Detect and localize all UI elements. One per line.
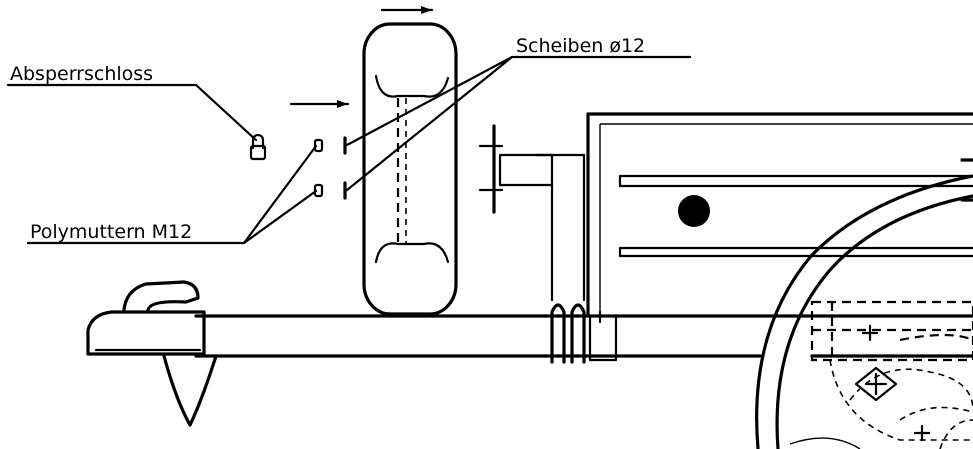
nut-upper [313, 138, 324, 153]
label-polymuttern: Polymuttern M12 [26, 144, 318, 245]
reflector-dot [678, 195, 710, 227]
label-absperrschloss-text: Absperrschloss [10, 63, 153, 85]
leader-scheiben-1 [345, 55, 514, 147]
leader-polymuttern-1 [242, 144, 318, 245]
wheel-holder-bracket [478, 124, 586, 302]
leader-absperrschloss [194, 83, 258, 142]
label-polymuttern-text: Polymuttern M12 [30, 221, 192, 243]
label-absperrschloss: Absperrschloss [6, 63, 258, 142]
arrow-top [380, 6, 434, 14]
trailer-body [586, 112, 973, 318]
jockey-foot [162, 354, 218, 427]
label-scheiben: Scheiben ø12 [345, 35, 692, 192]
nut-lower [313, 183, 324, 198]
mudguard [755, 174, 973, 449]
spare-wheel [362, 22, 458, 316]
padlock-icon [249, 133, 267, 161]
leader-polymuttern-2 [242, 189, 318, 245]
drawbar-clamps [550, 303, 618, 364]
coupling-head [86, 280, 206, 356]
label-scheiben-text: Scheiben ø12 [516, 35, 645, 57]
leader-scheiben-2 [345, 55, 514, 192]
arrow-left [289, 100, 350, 108]
axle-assembly [789, 300, 973, 449]
